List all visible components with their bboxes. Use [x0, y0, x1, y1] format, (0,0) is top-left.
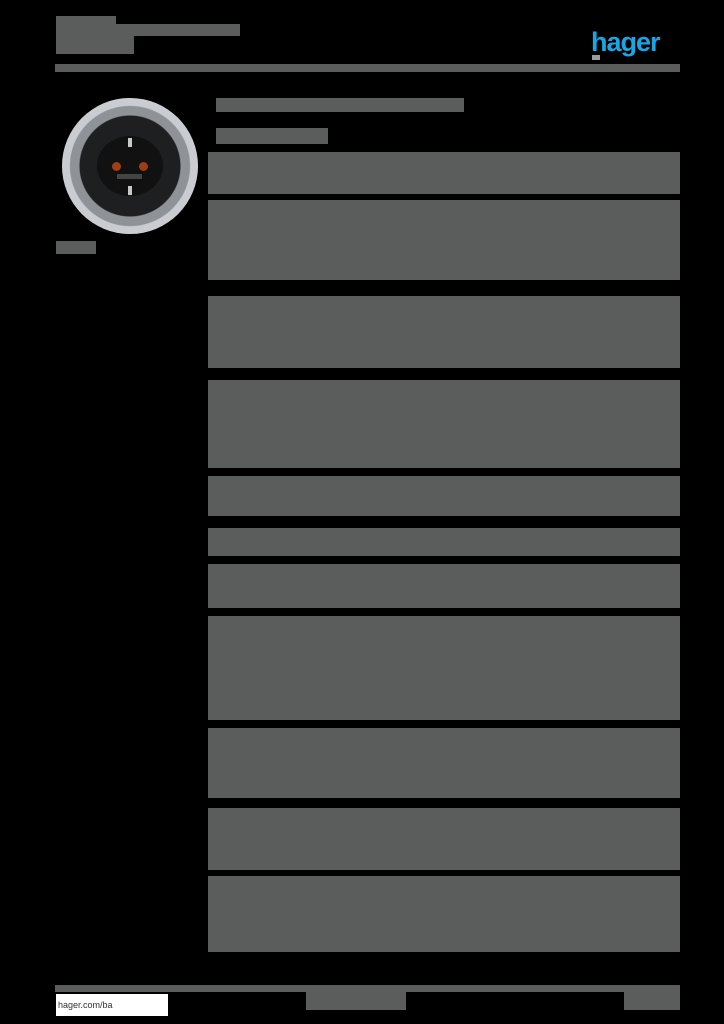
logo-accent	[592, 55, 600, 60]
spec-section	[208, 876, 680, 952]
header-rule	[55, 64, 680, 72]
earth-clip-bottom	[128, 186, 132, 195]
spec-section	[208, 616, 680, 720]
header-title-block	[56, 16, 116, 54]
product-image	[62, 98, 198, 234]
spec-section	[208, 808, 680, 870]
footer-url[interactable]: hager.com/ba	[56, 994, 168, 1016]
brand-logo: hager	[591, 27, 661, 57]
earth-clip-top	[128, 138, 132, 147]
socket-pin-right	[139, 162, 148, 171]
label-plate	[117, 174, 142, 179]
spec-section	[208, 528, 680, 556]
footer-center-block	[306, 992, 406, 1010]
page-subheading-block	[216, 128, 328, 144]
spec-section	[208, 380, 680, 468]
spec-section	[208, 240, 680, 280]
spec-section	[208, 152, 680, 194]
socket-face	[97, 136, 163, 196]
footer-rule	[55, 985, 680, 992]
spec-section	[208, 200, 680, 240]
header-subtitle-block	[116, 36, 134, 54]
spec-section	[208, 564, 680, 608]
spec-section	[208, 296, 680, 368]
socket-pin-left	[112, 162, 121, 171]
product-caption-block	[56, 241, 96, 254]
page-heading-block	[216, 98, 464, 112]
header-title-block	[116, 24, 240, 36]
footer-page-block	[624, 992, 680, 1010]
spec-section	[208, 476, 680, 516]
spec-section	[208, 728, 680, 798]
